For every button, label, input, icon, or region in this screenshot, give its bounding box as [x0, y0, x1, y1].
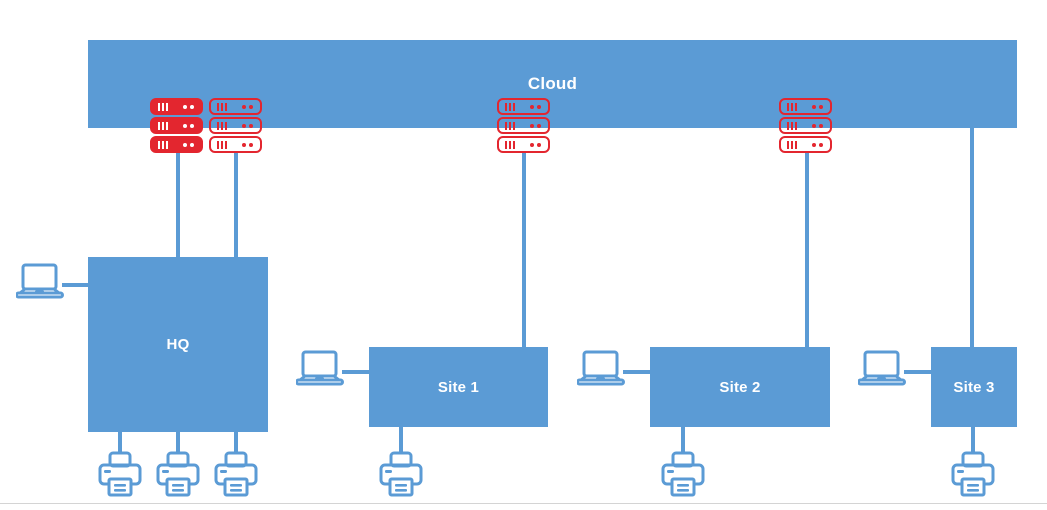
site1-laptop-icon[interactable] — [296, 349, 348, 391]
server-bars-icon — [158, 121, 168, 130]
server-unit — [497, 98, 550, 115]
connector-site2-printer-1 — [681, 425, 685, 452]
node-site3-label: Site 3 — [953, 378, 995, 396]
server-bars-icon — [217, 140, 227, 149]
server-bars-icon — [158, 140, 168, 149]
hq-primary-server-stack-icon[interactable] — [150, 98, 203, 155]
hq-laptop-icon[interactable] — [16, 262, 68, 304]
server-bars-icon — [787, 102, 797, 111]
node-site1[interactable]: Site 1 — [369, 347, 548, 427]
server-leds-icon — [530, 104, 541, 109]
server-unit — [150, 136, 203, 153]
site2-printer-1-icon[interactable] — [661, 450, 705, 498]
footer-divider — [0, 503, 1047, 504]
server-leds-icon — [242, 104, 253, 109]
connector-hq-secondary-servers — [234, 153, 238, 259]
site2-laptop-icon[interactable] — [577, 349, 629, 391]
node-site2[interactable]: Site 2 — [650, 347, 830, 427]
server-unit — [779, 117, 832, 134]
connector-site1-printer-1 — [399, 425, 403, 452]
server-bars-icon — [505, 121, 515, 130]
server-leds-icon — [530, 123, 541, 128]
connector-cloud-site3 — [970, 126, 974, 349]
site3-printer-1-icon[interactable] — [951, 450, 995, 498]
server-bars-icon — [158, 102, 168, 111]
server-bars-icon — [787, 121, 797, 130]
connector-hq-printer-2 — [176, 430, 180, 452]
server-unit — [150, 117, 203, 134]
site2-server-stack-icon[interactable] — [779, 98, 832, 155]
hq-printer-2-icon[interactable] — [156, 450, 200, 498]
node-site2-label: Site 2 — [719, 378, 761, 396]
connector-hq-laptop — [62, 283, 90, 287]
server-unit — [209, 98, 262, 115]
cloud-label: Cloud — [527, 74, 578, 93]
server-unit — [779, 98, 832, 115]
connector-hq-printer-3 — [234, 430, 238, 452]
connector-site1-servers — [522, 153, 526, 349]
server-unit — [779, 136, 832, 153]
node-site3[interactable]: Site 3 — [931, 347, 1017, 427]
hq-printer-3-icon[interactable] — [214, 450, 258, 498]
server-unit — [209, 117, 262, 134]
server-unit — [209, 136, 262, 153]
server-bars-icon — [217, 102, 227, 111]
server-bars-icon — [505, 102, 515, 111]
server-bars-icon — [787, 140, 797, 149]
server-bars-icon — [217, 121, 227, 130]
connector-site2-laptop — [623, 370, 652, 374]
server-leds-icon — [242, 123, 253, 128]
server-unit — [150, 98, 203, 115]
server-bars-icon — [505, 140, 515, 149]
hq-secondary-server-stack-icon[interactable] — [209, 98, 262, 155]
connector-hq-printer-1 — [118, 430, 122, 452]
server-leds-icon — [812, 104, 823, 109]
server-leds-icon — [183, 142, 194, 147]
site3-laptop-icon[interactable] — [858, 349, 910, 391]
server-unit — [497, 117, 550, 134]
server-leds-icon — [530, 142, 541, 147]
server-leds-icon — [242, 142, 253, 147]
connector-site2-servers — [805, 153, 809, 349]
server-unit — [497, 136, 550, 153]
server-leds-icon — [812, 123, 823, 128]
site1-printer-1-icon[interactable] — [379, 450, 423, 498]
connector-site1-laptop — [342, 370, 371, 374]
server-leds-icon — [183, 123, 194, 128]
node-site1-label: Site 1 — [437, 378, 480, 396]
node-hq-label: HQ — [166, 336, 190, 353]
site1-server-stack-icon[interactable] — [497, 98, 550, 155]
server-leds-icon — [812, 142, 823, 147]
connector-site3-laptop — [904, 370, 933, 374]
connector-site3-printer-1 — [971, 425, 975, 452]
node-hq[interactable]: HQ — [88, 257, 268, 432]
server-leds-icon — [183, 104, 194, 109]
connector-hq-primary-servers — [176, 153, 180, 259]
hq-printer-1-icon[interactable] — [98, 450, 142, 498]
